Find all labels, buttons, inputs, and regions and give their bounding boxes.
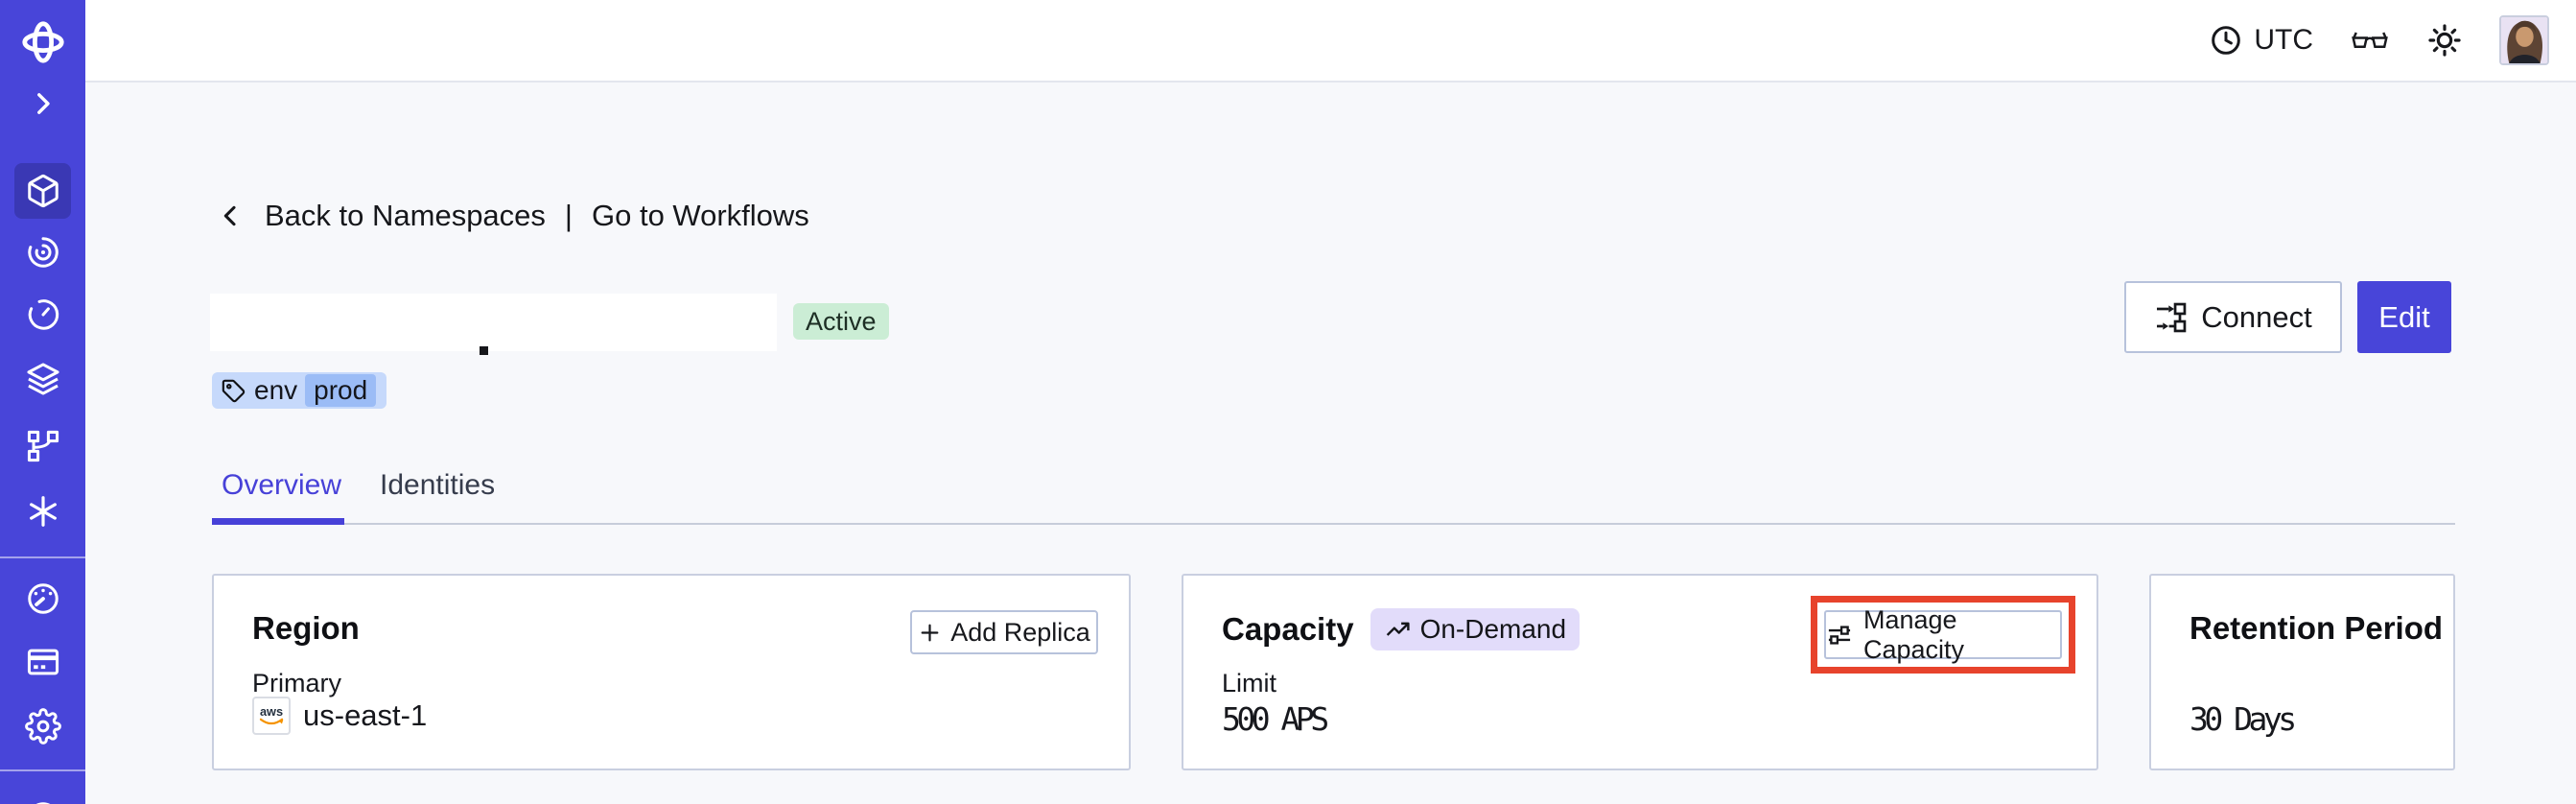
sidebar-divider xyxy=(0,556,85,558)
back-arrow-icon[interactable] xyxy=(215,201,246,231)
edit-button-label: Edit xyxy=(2378,299,2430,334)
retention-card: Retention Period 30 Days xyxy=(2149,574,2455,770)
region-card-title: Region xyxy=(252,610,360,646)
clock-icon xyxy=(2210,24,2242,57)
sidebar-item-batch-operations[interactable] xyxy=(0,351,85,407)
timezone-label: UTC xyxy=(2254,24,2313,56)
gear-icon xyxy=(24,708,61,745)
capacity-title-row: Capacity On-Demand xyxy=(1222,608,1581,650)
sidebar-divider xyxy=(0,769,85,771)
feedback-button[interactable] xyxy=(2350,26,2390,55)
temporal-logo[interactable] xyxy=(0,14,85,70)
aws-logo-text: aws xyxy=(260,704,283,719)
on-demand-badge-label: On-Demand xyxy=(1419,614,1567,644)
temporal-logo-icon xyxy=(17,16,69,68)
capacity-limit-value: 500 APS xyxy=(1222,700,1329,738)
breadcrumb-back-link[interactable]: Back to Namespaces xyxy=(265,199,546,232)
sidebar-item-workflows[interactable] xyxy=(0,225,85,280)
tabs-underline xyxy=(212,523,2455,525)
timezone-button[interactable]: UTC xyxy=(2210,24,2313,57)
primary-region-row: aws us-east-1 xyxy=(252,697,427,735)
limit-label: Limit xyxy=(1222,669,1277,698)
swirl-icon xyxy=(25,234,61,271)
highlight-box: Manage Capacity xyxy=(1811,596,2075,674)
branch-icon xyxy=(25,428,61,464)
sidebar-item-usage[interactable] xyxy=(0,571,85,627)
tab-identities[interactable]: Identities xyxy=(380,469,496,501)
connect-button-label: Connect xyxy=(2201,299,2312,334)
plus-icon xyxy=(918,621,942,645)
timer-icon xyxy=(25,296,61,333)
sidebar-item-billing[interactable] xyxy=(0,634,85,690)
topbar: UTC xyxy=(85,0,2576,83)
chevron-right-icon xyxy=(27,87,59,120)
primary-label: Primary xyxy=(252,669,341,698)
edit-button[interactable]: Edit xyxy=(2357,281,2451,353)
namespace-title-redacted xyxy=(210,294,777,351)
aws-logo-icon: aws xyxy=(252,697,291,735)
help-circle-icon xyxy=(25,799,61,804)
manage-capacity-button[interactable]: Manage Capacity xyxy=(1824,605,2062,664)
manage-capacity-label: Manage Capacity xyxy=(1863,604,1965,664)
breadcrumb-separator: | xyxy=(564,199,573,232)
add-replica-label: Add Replica xyxy=(950,617,1090,647)
gauge-icon xyxy=(25,580,61,617)
asterisk-icon xyxy=(25,493,61,530)
region-value: us-east-1 xyxy=(303,698,428,732)
connect-button[interactable]: Connect xyxy=(2124,281,2342,353)
status-badge: Active xyxy=(793,303,889,340)
tag-icon xyxy=(221,378,246,404)
tag-chip-env-prod[interactable]: env prod xyxy=(212,372,387,409)
retention-card-title: Retention Period xyxy=(2190,610,2444,646)
sidebar-item-settings[interactable] xyxy=(0,698,85,754)
sidebar xyxy=(0,0,85,804)
region-card: Region Add Replica Primary aws us-east-1 xyxy=(212,574,1131,770)
namespace-title-redacted-dot xyxy=(480,346,488,355)
connect-icon xyxy=(2154,300,2189,335)
capacity-card: Capacity On-Demand xyxy=(1182,574,2098,770)
sidebar-item-support[interactable] xyxy=(0,790,85,804)
on-demand-badge: On-Demand xyxy=(1370,608,1581,650)
expand-sidebar-button[interactable] xyxy=(0,76,85,131)
retention-value: 30 Days xyxy=(2190,700,2297,738)
sidebar-item-schedules[interactable] xyxy=(0,287,85,343)
add-replica-button[interactable]: Add Replica xyxy=(910,610,1098,654)
theme-toggle-button[interactable] xyxy=(2426,22,2463,59)
capacity-card-title: Capacity xyxy=(1222,611,1354,647)
breadcrumb-workflows-link[interactable]: Go to Workflows xyxy=(591,199,809,232)
billing-card-icon xyxy=(25,644,61,680)
sidebar-item-deployments[interactable] xyxy=(0,418,85,474)
sidebar-item-nexus[interactable] xyxy=(0,484,85,539)
trending-up-icon xyxy=(1384,616,1412,644)
sun-icon xyxy=(2426,22,2463,59)
user-avatar[interactable] xyxy=(2499,15,2549,65)
sliders-icon xyxy=(1826,622,1853,649)
glasses-icon xyxy=(2350,26,2390,55)
layers-icon xyxy=(25,361,61,397)
tag-key: env xyxy=(254,375,298,405)
sidebar-item-namespaces[interactable] xyxy=(14,163,71,219)
tab-active-indicator xyxy=(212,518,344,525)
tab-overview[interactable]: Overview xyxy=(222,469,342,501)
tag-value: prod xyxy=(305,374,377,407)
breadcrumb: Back to Namespaces | Go to Workflows xyxy=(215,199,809,233)
cube-icon xyxy=(25,173,61,209)
